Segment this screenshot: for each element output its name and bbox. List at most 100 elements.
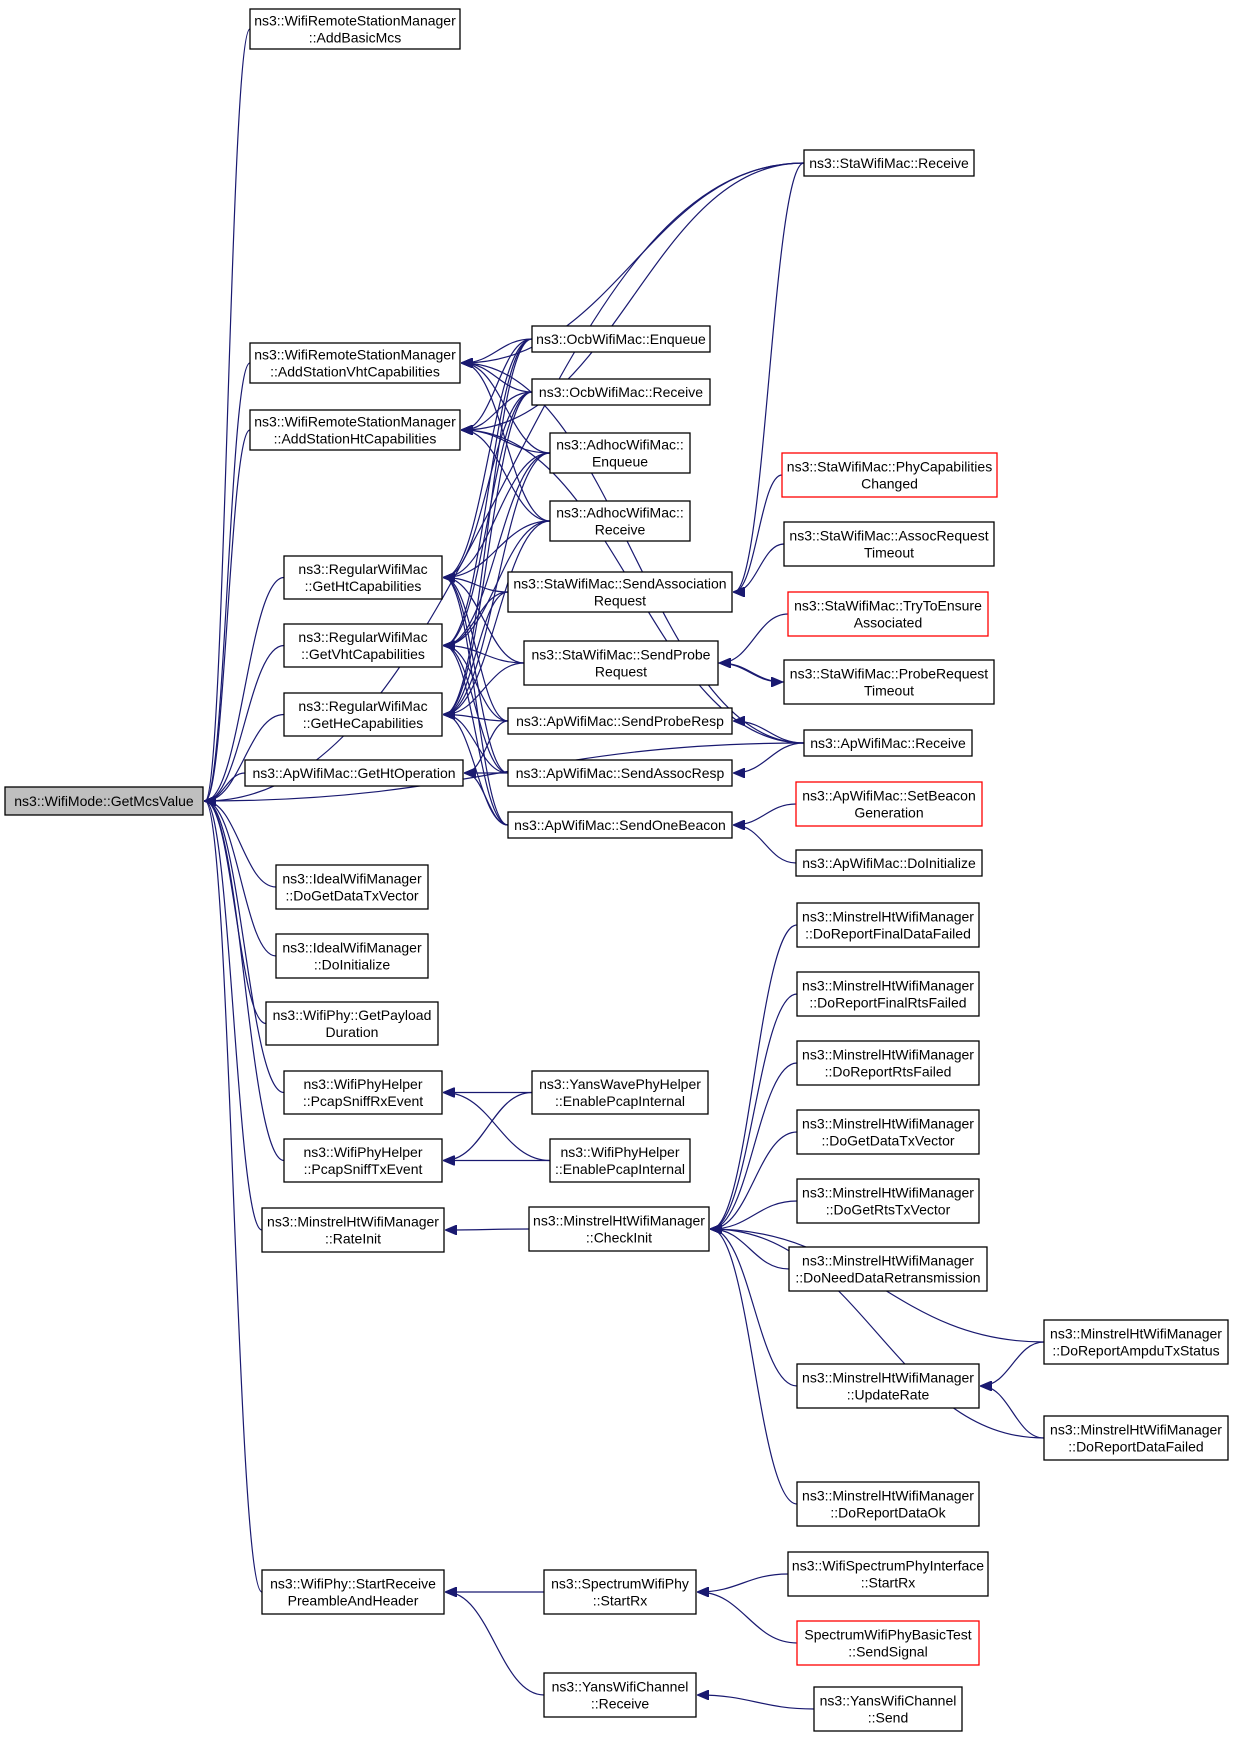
node-box [788,1246,988,1292]
node-ns3-regularwifimac-gethtcapabilities[interactable]: ns3::RegularWifiMac::GetHtCapabilities [283,555,443,600]
node-label-line: ns3::RegularWifiMac [298,698,427,714]
edge-n3-n7 [462,363,551,454]
node-box [283,1138,443,1183]
node-ns3-wifiphyhelper-pcapsnifftxevent[interactable]: ns3::WifiPhyHelper::PcapSniffTxEvent [283,1138,443,1183]
node-ns3-minstrelhtwifimanager-doreportfinaldatafailed[interactable]: ns3::MinstrelHtWifiManager::DoReportFina… [796,902,980,948]
node-ns3-minstrelhtwifimanager-rateinit[interactable]: ns3::MinstrelHtWifiManager::RateInit [261,1207,445,1253]
node-ns3-minstrelhtwifimanager-doneeddataretransmission[interactable]: ns3::MinstrelHtWifiManager::DoNeedDataRe… [788,1246,988,1292]
node-ns3-regularwifimac-getvhtcapabilities[interactable]: ns3::RegularWifiMac::GetVhtCapabilities [283,623,443,668]
node-box [283,555,443,600]
node-ns3-wifiphy-startreceive-preambleandheader[interactable]: ns3::WifiPhy::StartReceivePreambleAndHea… [261,1569,445,1615]
node-label-line: Request [594,593,646,609]
node-ns3-wifimode-getmcsvalue[interactable]: ns3::WifiMode::GetMcsValue [4,786,204,816]
node-label-line: ns3::WifiPhy::GetPayload [273,1007,432,1023]
node-ns3-regularwifimac-gethecapabilities[interactable]: ns3::RegularWifiMac::GetHeCapabilities [283,692,443,737]
edge-n38-n41 [711,1229,798,1387]
node-box [787,591,989,637]
edge-n0-n27 [205,801,277,957]
node-ns3-minstrelhtwifimanager-checkinit[interactable]: ns3::MinstrelHtWifiManager::CheckInit [528,1206,710,1252]
node-ns3-wifiremotestationmanager-addstationhtcapabilities[interactable]: ns3::WifiRemoteStationManager::AddStatio… [249,409,461,451]
node-label-line: ::RateInit [325,1231,381,1247]
node-label-line: ns3::StaWifiMac::TryToEnsure [794,598,982,614]
node-ns3-minstrelhtwifimanager-doreportdataok[interactable]: ns3::MinstrelHtWifiManager::DoReportData… [796,1481,980,1527]
node-ns3-minstrelhtwifimanager-updaterate[interactable]: ns3::MinstrelHtWifiManager::UpdateRate [796,1363,980,1409]
node-box [283,623,443,668]
node-box [543,1569,697,1615]
node-ns3-yanswifichannel-send[interactable]: ns3::YansWifiChannel::Send [813,1686,963,1732]
node-label-line: ns3::IdealWifiManager [282,871,422,887]
node-label-line: ns3::StaWifiMac::Receive [809,155,969,171]
node-ns3-minstrelhtwifimanager-doreportampdutxstatus[interactable]: ns3::MinstrelHtWifiManager::DoReportAmpd… [1043,1319,1229,1365]
node-ns3-spectrumwifiphy-startrx[interactable]: ns3::SpectrumWifiPhy::StartRx [543,1569,697,1615]
node-ns3-apwifimac-sendonebeacon[interactable]: ns3::ApWifiMac::SendOneBeacon [507,811,733,839]
node-ns3-idealwifimanager-dogetdatatxvector[interactable]: ns3::IdealWifiManager::DoGetDataTxVector [275,864,429,910]
edge-n14-n21 [444,646,509,774]
node-ns3-wifiremotestationmanager-addstationvhtcapabilities[interactable]: ns3::WifiRemoteStationManager::AddStatio… [249,342,461,384]
node-ns3-ocbwifimac-enqueue[interactable]: ns3::OcbWifiMac::Enqueue [531,325,711,353]
edge-n17-n12 [444,591,509,715]
node-ns3-apwifimac-sendproberesp[interactable]: ns3::ApWifiMac::SendProbeResp [507,707,733,735]
node-ns3-minstrelhtwifimanager-dogetdatatxvector[interactable]: ns3::MinstrelHtWifiManager::DoGetDataTxV… [796,1109,980,1155]
node-label-line: ns3::WifiSpectrumPhyInterface [792,1558,984,1574]
node-spectrumwifiphybasictest-sendsignal[interactable]: SpectrumWifiPhyBasicTest::SendSignal [796,1620,980,1666]
node-ns3-wifiphyhelper-pcapsniffrxevent[interactable]: ns3::WifiPhyHelper::PcapSniffRxEvent [283,1070,443,1115]
node-ns3-apwifimac-sendassocresp[interactable]: ns3::ApWifiMac::SendAssocResp [507,759,733,787]
node-ns3-ocbwifimac-receive[interactable]: ns3::OcbWifiMac::Receive [531,378,711,406]
node-box [783,521,995,567]
node-ns3-minstrelhtwifimanager-dogetrtstxvector[interactable]: ns3::MinstrelHtWifiManager::DoGetRtsTxVe… [796,1178,980,1224]
edge-n41-n40 [981,1341,1045,1386]
edge-n11-n5 [444,338,533,578]
node-ns3-minstrelhtwifimanager-doreportfinalrtsfailed[interactable]: ns3::MinstrelHtWifiManager::DoReportFina… [796,971,980,1017]
node-label-line: ::DoReportFinalDataFailed [805,926,971,942]
node-box [249,8,461,50]
edge-n23-n24 [734,825,797,864]
node-label-line: Timeout [864,683,914,699]
node-label-line: ns3::MinstrelHtWifiManager [802,909,974,925]
node-label-line: ns3::MinstrelHtWifiManager [533,1213,705,1229]
node-ns3-apwifimac-doinitialize[interactable]: ns3::ApWifiMac::DoInitialize [795,849,983,877]
nodes: ns3::WifiMode::GetMcsValue ns3::WifiRemot… [4,8,1229,1732]
edge-n17-n5 [444,338,533,715]
node-box [1043,1319,1229,1365]
node-ns3-apwifimac-gethtoperation[interactable]: ns3::ApWifiMac::GetHtOperation [244,759,464,787]
node-ns3-apwifimac-receive[interactable]: ns3::ApWifiMac::Receive [803,729,973,757]
node-box [275,864,429,910]
node-ns3-yanswavephyhelper-enablepcapinternal[interactable]: ns3::YansWavePhyHelper::EnablePcapIntern… [531,1070,709,1115]
node-label-line: Duration [326,1024,379,1040]
node-label-line: ns3::AdhocWifiMac:: [556,437,684,453]
node-label-line: Request [595,664,647,680]
edge-n38-n30 [711,1062,798,1229]
edge-n20-n23 [465,773,509,826]
node-label-line: ns3::ApWifiMac::Receive [810,735,966,751]
node-label-line: ::AddStationHtCapabilities [274,431,437,447]
node-ns3-stawifimac-receive[interactable]: ns3::StaWifiMac::Receive [803,149,975,177]
node-label-line: ::DoReportFinalRtsFailed [809,995,966,1011]
node-ns3-minstrelhtwifimanager-doreportdatafailed[interactable]: ns3::MinstrelHtWifiManager::DoReportData… [1043,1415,1229,1461]
node-ns3-adhocwifimac-receive[interactable]: ns3::AdhocWifiMac::Receive [549,500,691,542]
node-ns3-adhocwifimac-enqueue[interactable]: ns3::AdhocWifiMac::Enqueue [549,432,691,474]
node-ns3-yanswifichannel-receive[interactable]: ns3::YansWifiChannel::Receive [543,1672,697,1718]
node-label-line: ns3::WifiRemoteStationManager [254,347,456,363]
node-box [543,1672,697,1718]
edge-n48-n49 [698,1695,815,1710]
node-box [781,452,998,498]
node-ns3-wifiremotestationmanager-addbasicmcs[interactable]: ns3::WifiRemoteStationManager::AddBasicM… [249,8,461,50]
node-ns3-wifispectrumphyinterface-startrx[interactable]: ns3::WifiSpectrumPhyInterface::StartRx [787,1551,989,1597]
edge-n17-n6 [444,391,533,715]
node-label-line: ::DoNeedDataRetransmission [795,1270,980,1286]
node-ns3-idealwifimanager-doinitialize[interactable]: ns3::IdealWifiManager::DoInitialize [275,933,429,979]
edge-n14-n7 [444,452,551,646]
node-box [507,811,733,839]
node-label-line: ns3::RegularWifiMac [298,561,427,577]
node-ns3-wifiphyhelper-enablepcapinternal[interactable]: ns3::WifiPhyHelper::EnablePcapInternal [549,1138,691,1183]
node-ns3-minstrelhtwifimanager-doreportrtsfailed[interactable]: ns3::MinstrelHtWifiManager::DoReportRtsF… [796,1040,980,1086]
node-label-line: ns3::ApWifiMac::SendAssocResp [516,765,725,781]
